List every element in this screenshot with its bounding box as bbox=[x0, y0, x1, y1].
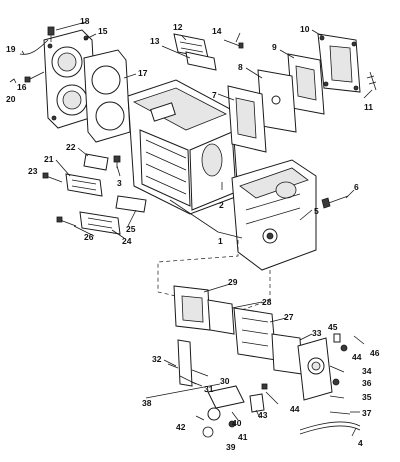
callout-45: 45 bbox=[328, 322, 338, 332]
callout-41: 41 bbox=[238, 432, 248, 442]
callout-35: 35 bbox=[362, 392, 372, 402]
callout-27: 27 bbox=[284, 312, 294, 322]
callout-25: 25 bbox=[126, 224, 136, 234]
gasket-29 bbox=[173, 285, 211, 331]
assembly-guide-dashed bbox=[157, 240, 271, 313]
clip-20 bbox=[9, 78, 17, 84]
check-valve-45 bbox=[333, 333, 341, 343]
exhaust-gasket-9 bbox=[287, 53, 325, 115]
callout-9: 9 bbox=[272, 42, 277, 52]
callout-24: 24 bbox=[122, 236, 132, 246]
callout-44-lower: 44 bbox=[290, 404, 300, 414]
exhaust-plate-8 bbox=[257, 69, 297, 133]
temperature-sensor-18 bbox=[47, 26, 55, 42]
cover-24 bbox=[79, 211, 121, 235]
callout-42: 42 bbox=[176, 422, 186, 432]
callout-14: 14 bbox=[212, 26, 222, 36]
callout-21: 21 bbox=[44, 154, 54, 164]
callout-16: 16 bbox=[17, 82, 27, 92]
callout-20: 20 bbox=[6, 94, 16, 104]
linkage-30 bbox=[177, 339, 193, 387]
washer-41 bbox=[228, 420, 236, 428]
screw-42 bbox=[195, 415, 205, 421]
screw-16 bbox=[24, 71, 45, 83]
callout-36: 36 bbox=[362, 378, 372, 388]
reed-plate-28 bbox=[207, 299, 235, 335]
callout-28: 28 bbox=[262, 297, 272, 307]
callout-4: 4 bbox=[358, 438, 363, 448]
callout-37: 37 bbox=[362, 408, 372, 418]
gasket-25 bbox=[115, 195, 147, 213]
callout-44-upper: 44 bbox=[352, 352, 362, 362]
callout-23: 23 bbox=[28, 166, 38, 176]
wire-19 bbox=[19, 39, 49, 55]
callout-8: 8 bbox=[238, 62, 243, 72]
callout-7: 7 bbox=[212, 90, 217, 100]
cylinder-head-15 bbox=[43, 29, 97, 129]
callout-3: 3 bbox=[117, 178, 122, 188]
callout-2: 2 bbox=[219, 200, 224, 210]
reed-block-27 bbox=[233, 307, 277, 361]
bolt-6 bbox=[321, 195, 349, 209]
callout-12: 12 bbox=[173, 22, 183, 32]
callout-29: 29 bbox=[228, 277, 238, 287]
lever-40 bbox=[207, 385, 245, 421]
head-gasket-17 bbox=[83, 49, 131, 143]
callout-46: 46 bbox=[370, 348, 380, 358]
intake-manifold-34 bbox=[297, 337, 333, 401]
callout-11: 11 bbox=[364, 102, 373, 112]
plug-44-upper bbox=[340, 344, 348, 352]
callout-32: 32 bbox=[152, 354, 162, 364]
cylinder-block-1 bbox=[127, 79, 239, 215]
callout-38: 38 bbox=[142, 398, 152, 408]
gasket-33 bbox=[271, 333, 303, 375]
callout-5: 5 bbox=[314, 206, 319, 216]
callout-6: 6 bbox=[354, 182, 359, 192]
transfer-cover-12 bbox=[173, 33, 209, 59]
callout-17: 17 bbox=[138, 68, 148, 78]
callout-15: 15 bbox=[98, 26, 108, 36]
callout-18: 18 bbox=[80, 16, 90, 26]
callout-39: 39 bbox=[226, 442, 236, 452]
crankcase-cover-5 bbox=[231, 159, 317, 271]
cover-21 bbox=[65, 173, 103, 197]
callout-labels: 1 2 3 4 5 6 7 8 9 10 11 12 13 14 15 16 1… bbox=[6, 16, 380, 452]
hose-4 bbox=[299, 421, 361, 435]
screw-14 bbox=[223, 39, 244, 49]
screw-26 bbox=[56, 216, 77, 227]
screw-32 bbox=[163, 359, 177, 367]
clip-39 bbox=[202, 426, 214, 438]
callout-10: 10 bbox=[300, 24, 310, 34]
fitting-44-lower bbox=[261, 383, 268, 390]
callout-31: 31 bbox=[204, 384, 214, 394]
exhaust-gasket-7 bbox=[227, 85, 267, 153]
plug-36 bbox=[332, 378, 340, 386]
callout-26: 26 bbox=[84, 232, 94, 242]
callout-13: 13 bbox=[150, 36, 160, 46]
exhaust-cover-10 bbox=[317, 33, 361, 93]
rod-38 bbox=[145, 383, 221, 399]
callout-43: 43 bbox=[258, 410, 268, 420]
pin-46 bbox=[353, 335, 365, 345]
screw-23 bbox=[42, 172, 63, 183]
callout-40: 40 bbox=[232, 418, 242, 428]
screw-35 bbox=[329, 395, 345, 399]
callout-22: 22 bbox=[66, 142, 76, 152]
callout-19: 19 bbox=[6, 44, 16, 54]
leader-lines bbox=[21, 21, 373, 437]
callout-1: 1 bbox=[218, 236, 223, 246]
callout-30: 30 bbox=[220, 376, 230, 386]
screw-11 bbox=[366, 71, 377, 91]
callout-33: 33 bbox=[312, 328, 322, 338]
callout-34: 34 bbox=[362, 366, 372, 376]
transfer-gasket-13 bbox=[185, 51, 217, 71]
bracket-43 bbox=[249, 393, 265, 413]
gasket-22 bbox=[83, 153, 109, 171]
clip-37 bbox=[329, 411, 351, 415]
